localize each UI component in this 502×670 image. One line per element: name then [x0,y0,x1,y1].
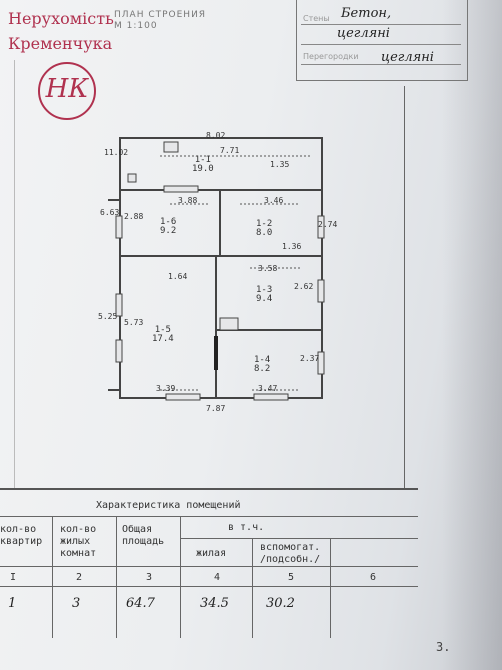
header-living-rooms-line3: комнат [60,548,97,559]
room-1-4: 1-4 8.2 [254,356,270,374]
header-auxiliary-line2: /подсобн./ [260,554,321,565]
page-number: 3. [436,640,451,654]
col-number-1: I [10,572,17,583]
agency-name-line1: Нерухомість [8,9,114,28]
room-1-2: 1-2 8.0 [256,220,272,238]
cell-living-area: 34.5 [200,596,229,611]
room-id: 1-5 [154,325,171,335]
header-apartments: кол-во квартир [0,524,42,548]
dim-room6-width: 3.88 [178,196,198,205]
dim-left-low: 5.25 [98,312,118,321]
room-id: 1-3 [256,285,273,295]
dim-room3-right: 2.62 [294,282,314,291]
dim-right-mid: 2.74 [318,220,338,229]
cell-auxiliary-area: 30.2 [266,596,295,611]
dim-room5-height: 5.73 [124,318,144,327]
stamp-faint-walls: Стены [303,14,330,23]
dim-left-outer: 11.02 [104,148,129,157]
header-apartments-line2: квартир [0,536,43,547]
header-total-area-line1: Общая [122,524,153,535]
rooms-characteristics-table: Характеристика помещений кол-во квартир … [0,488,418,640]
floor-plan [108,137,325,401]
table-title: Характеристика помещений [96,500,241,511]
cell-living-rooms: 3 [72,596,81,611]
room-area: 9.4 [256,294,273,304]
header-living-rooms: кол-во жилых комнат [60,524,96,560]
dim-room4-right: 2.37 [300,354,320,363]
dim-room5-width: 3.39 [156,384,176,393]
dim-top-width: 8.02 [206,131,226,140]
dim-room3-top: 3.58 [258,264,278,273]
header-living-area: жилая [196,548,227,559]
room-1-5: 1-5 17.4 [152,326,174,344]
agency-name: Нерухомість Кременчука [8,6,114,56]
logo-letters: НК [45,74,89,104]
header-total-area-line2: площадь [122,536,165,547]
frame-line-right [404,86,405,488]
header-including: в т.ч. [228,522,265,533]
room-id: 1-4 [254,355,271,365]
agency-name-line2: Кременчука [8,34,113,53]
header-apartments-line1: кол-во [0,524,37,535]
room-id: 1-2 [256,219,273,229]
plan-title: ПЛАН СТРОЕНИЯ М 1:100 [114,10,206,32]
sheet-shadow [442,0,502,670]
room-1-6: 1-6 9.2 [160,218,176,236]
col-number-2: 2 [76,572,83,583]
room-area: 19.0 [192,164,214,174]
room-1-3: 1-3 9.4 [256,286,272,304]
cell-total-area: 64.7 [126,596,155,611]
dim-room2-right: 1.36 [282,242,302,251]
room-area: 8.2 [254,364,271,374]
stamp-entry-2: цегляні [337,26,390,41]
cell-apartments: 1 [8,596,17,611]
dim-room1-right: 1.35 [270,160,290,169]
col-number-4: 4 [214,572,221,583]
dim-corner-label: 1.64 [168,272,188,281]
stamp-entry-3: цегляні [381,50,434,65]
dim-room2-width: 3.46 [264,196,284,205]
plan-title-line1: ПЛАН СТРОЕНИЯ [114,10,207,20]
col-number-6: 6 [370,572,377,583]
frame-line-left [14,60,15,488]
header-living-rooms-line1: кол-во [60,524,97,535]
stamp-faint-partitions: Перегородки [303,52,359,61]
room-area: 17.4 [152,334,174,344]
col-number-5: 5 [288,572,295,583]
room-id: 1-1 [194,155,211,165]
header-total-area: Общая площадь [122,524,164,548]
header-living-rooms-line2: жилых [60,536,91,547]
header-auxiliary-area: вспомогат. /подсобн./ [260,542,320,566]
dim-room4-width: 3.47 [258,384,278,393]
room-1-1: 1-1 19.0 [192,156,214,174]
agency-logo: НК [38,62,96,120]
col-number-3: 3 [146,572,153,583]
dim-room1-width: 7.71 [220,146,240,155]
dim-left-mid: 6.63 [100,208,120,217]
plan-title-scale: М 1:100 [114,21,158,31]
materials-stamp: Стены Перегородки Бетон, цегляні цегляні [296,0,468,81]
header-auxiliary-line1: вспомогат. [260,542,321,553]
dim-bottom-width: 7.87 [206,404,226,413]
room-area: 9.2 [160,226,177,236]
dim-room6-height: 2.88 [124,212,144,221]
room-area: 8.0 [256,228,273,238]
room-id: 1-6 [160,217,177,227]
stamp-entry-1: Бетон, [341,6,392,21]
